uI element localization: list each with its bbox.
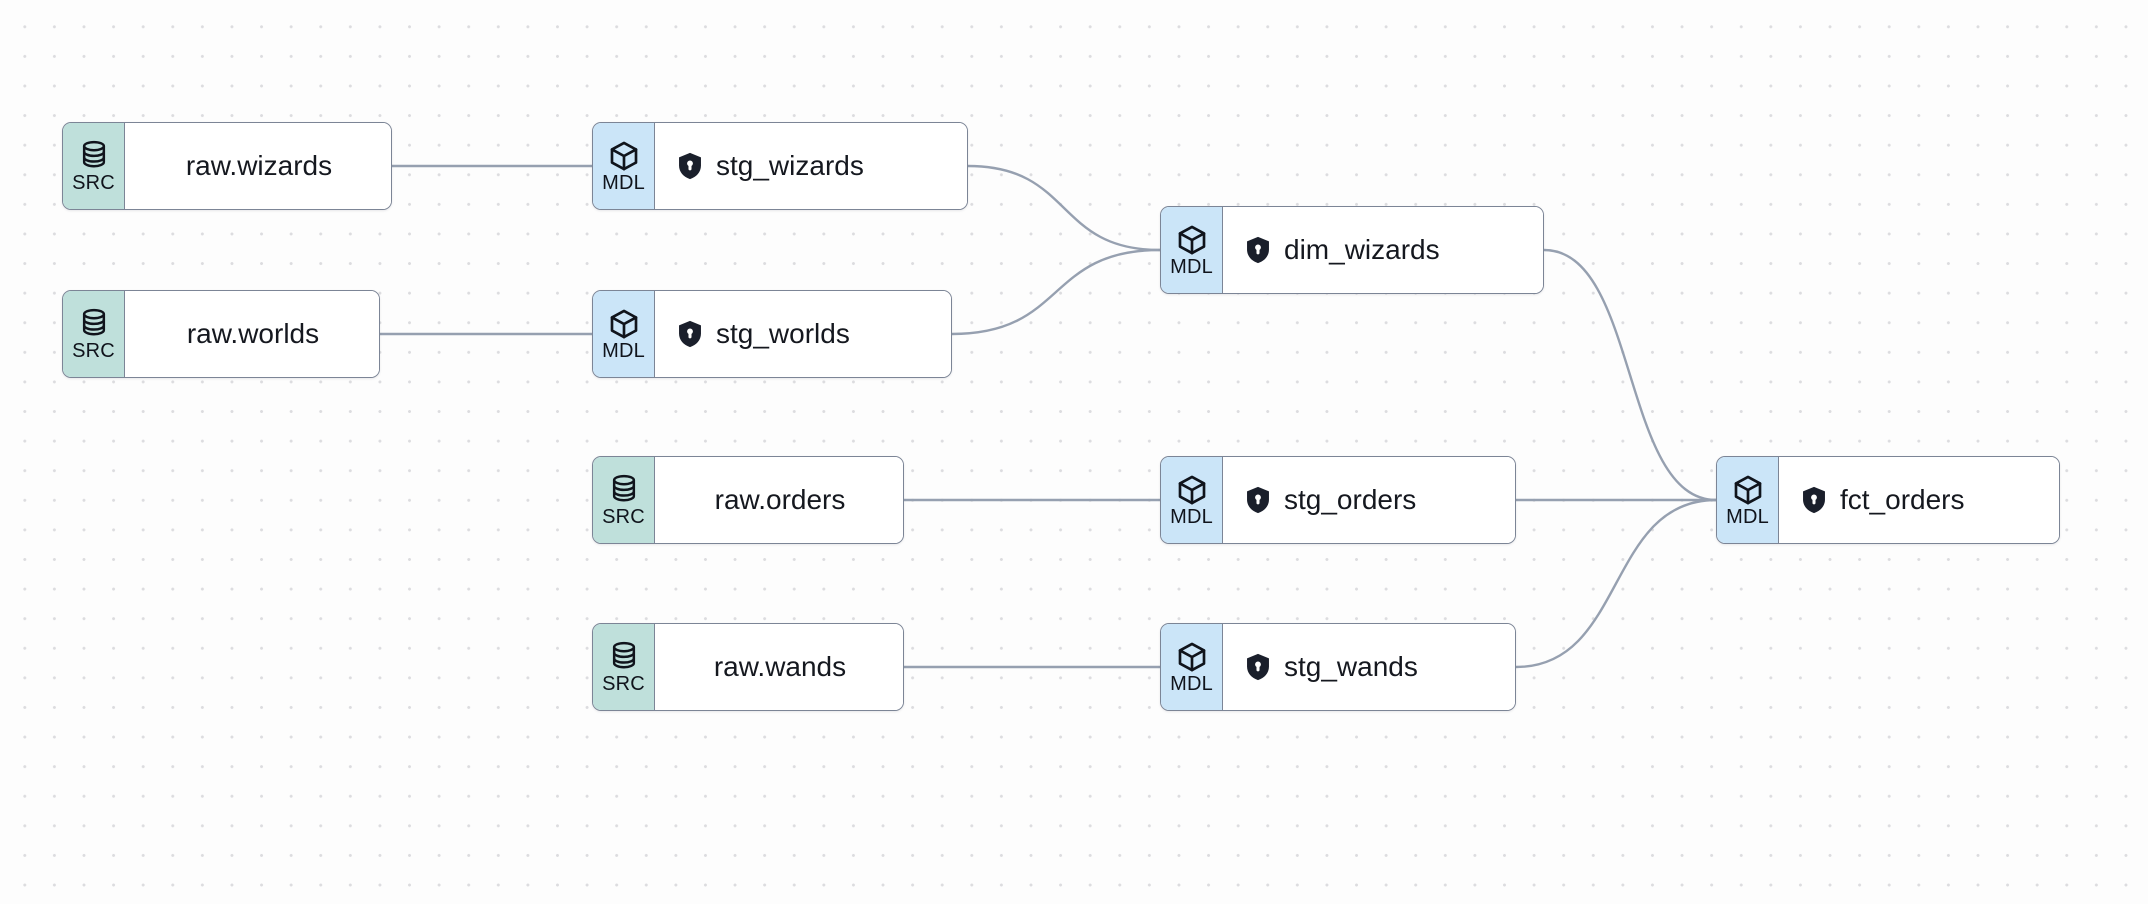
node-kind-label: MDL xyxy=(602,339,645,362)
node-body: raw.worlds xyxy=(125,291,379,377)
node-kind-badge: MDL xyxy=(593,291,655,377)
node-kind-label: MDL xyxy=(1170,255,1213,278)
cube-icon xyxy=(610,141,637,170)
node-kind-label: MDL xyxy=(602,171,645,194)
node-label: stg_wizards xyxy=(716,150,864,181)
lineage-edge xyxy=(1542,248,1718,502)
node-label: fct_orders xyxy=(1840,484,1965,515)
node-raw-worlds[interactable]: SRC raw.worlds xyxy=(62,290,380,378)
node-kind-badge: MDL xyxy=(1161,457,1223,543)
cube-icon xyxy=(1178,225,1205,254)
database-icon xyxy=(82,308,105,335)
shield-lock-icon xyxy=(1247,236,1269,264)
node-label: dim_wizards xyxy=(1284,234,1440,265)
node-body: dim_wizards xyxy=(1223,207,1543,293)
database-icon xyxy=(82,140,105,167)
node-kind-label: MDL xyxy=(1726,505,1769,528)
node-label: stg_wands xyxy=(1284,651,1418,682)
node-body: stg_wizards xyxy=(655,123,967,209)
node-dim-wizards[interactable]: MDL dim_wizards xyxy=(1160,206,1544,294)
node-kind-badge: SRC xyxy=(593,457,655,543)
node-kind-label: SRC xyxy=(602,505,645,528)
node-stg-orders[interactable]: MDL stg_orders xyxy=(1160,456,1516,544)
node-kind-badge: SRC xyxy=(63,291,125,377)
node-stg-wizards[interactable]: MDL stg_wizards xyxy=(592,122,968,210)
lineage-edge xyxy=(1514,498,1718,669)
node-label: stg_orders xyxy=(1284,484,1417,515)
node-body: raw.wizards xyxy=(125,123,391,209)
node-label: raw.wizards xyxy=(185,150,333,181)
node-fct-orders[interactable]: MDL fct_orders xyxy=(1716,456,2060,544)
node-label: raw.orders xyxy=(714,484,846,515)
shield-lock-icon xyxy=(1247,653,1269,681)
lineage-edge xyxy=(966,164,1162,252)
database-icon xyxy=(612,474,635,501)
node-body: fct_orders xyxy=(1779,457,2059,543)
node-stg-worlds[interactable]: MDL stg_worlds xyxy=(592,290,952,378)
node-kind-label: SRC xyxy=(72,339,115,362)
node-kind-badge: MDL xyxy=(1161,624,1223,710)
node-body: stg_worlds xyxy=(655,291,951,377)
lineage-edge xyxy=(950,248,1162,336)
node-body: raw.wands xyxy=(655,624,903,710)
shield-lock-icon xyxy=(679,320,701,348)
cube-icon xyxy=(1178,475,1205,504)
node-kind-label: SRC xyxy=(602,672,645,695)
node-kind-label: SRC xyxy=(72,171,115,194)
node-body: raw.orders xyxy=(655,457,903,543)
node-kind-badge: MDL xyxy=(1161,207,1223,293)
node-raw-orders[interactable]: SRC raw.orders xyxy=(592,456,904,544)
node-kind-label: MDL xyxy=(1170,672,1213,695)
cube-icon xyxy=(1734,475,1761,504)
cube-icon xyxy=(1178,642,1205,671)
node-kind-label: MDL xyxy=(1170,505,1213,528)
shield-lock-icon xyxy=(1247,486,1269,514)
database-icon xyxy=(612,641,635,668)
node-kind-badge: MDL xyxy=(593,123,655,209)
cube-icon xyxy=(610,309,637,338)
node-label: raw.wands xyxy=(713,651,847,682)
shield-lock-icon xyxy=(1803,486,1825,514)
node-label: raw.worlds xyxy=(186,318,320,349)
node-body: stg_orders xyxy=(1223,457,1515,543)
node-label: stg_worlds xyxy=(716,318,850,349)
node-body: stg_wands xyxy=(1223,624,1515,710)
node-stg-wands[interactable]: MDL stg_wands xyxy=(1160,623,1516,711)
shield-lock-icon xyxy=(679,152,701,180)
node-kind-badge: SRC xyxy=(593,624,655,710)
node-kind-badge: MDL xyxy=(1717,457,1779,543)
node-raw-wands[interactable]: SRC raw.wands xyxy=(592,623,904,711)
node-kind-badge: SRC xyxy=(63,123,125,209)
node-raw-wizards[interactable]: SRC raw.wizards xyxy=(62,122,392,210)
